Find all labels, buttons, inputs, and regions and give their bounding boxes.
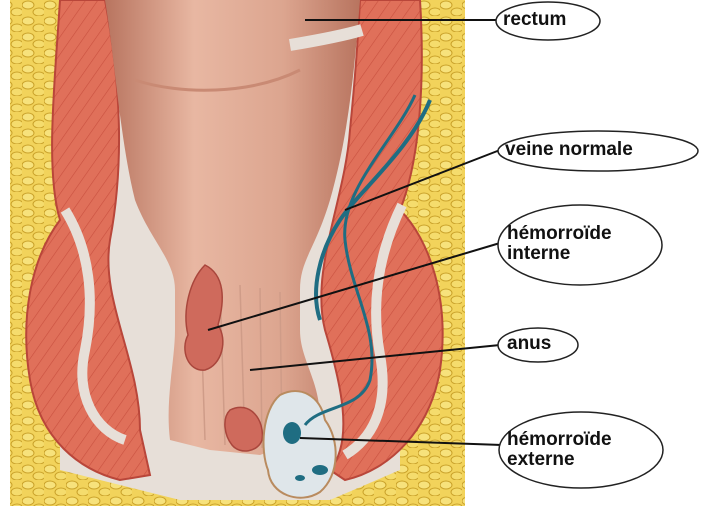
- label-veine-normale: veine normale: [505, 139, 633, 161]
- vein-fragment: [295, 475, 305, 481]
- vein-fragment: [312, 465, 328, 475]
- label-hemorroide-interne-line2: interne: [507, 244, 612, 264]
- label-hemorroide-externe-line1: hémorroïde: [507, 430, 612, 450]
- label-hemorroide-externe-line2: externe: [507, 450, 612, 470]
- label-hemorroide-interne: hémorroïde interne: [507, 224, 612, 264]
- label-anus: anus: [507, 333, 551, 355]
- label-hemorroide-externe: hémorroïde externe: [507, 430, 612, 470]
- thrombosed-vein: [283, 422, 301, 444]
- label-rectum: rectum: [503, 9, 566, 31]
- label-hemorroide-interne-line1: hémorroïde: [507, 224, 612, 244]
